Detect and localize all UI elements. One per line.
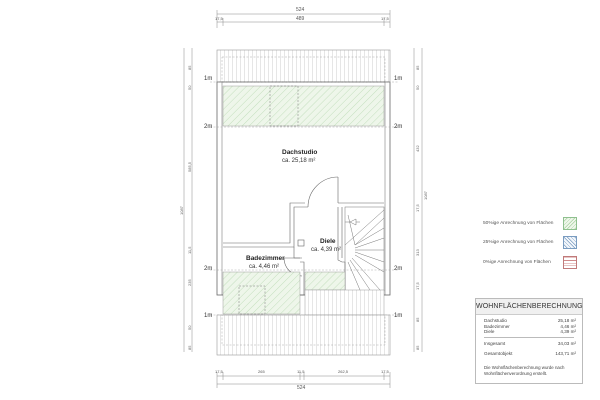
height-marker-right-2m-top: 2m [394,124,403,130]
summary-row-label: Dachstudio [484,318,507,323]
height-marker-right-1m-bottom: 1m [394,313,403,319]
legend-swatch-red-icon [563,256,577,269]
dim-left-e: 11,5 [187,246,192,255]
summary-row-label: Badezimmer [484,323,510,329]
legend-label: 50%ige Anrechnung von Flächen [483,221,554,226]
dim-top-left-end: 17,5 [215,16,223,21]
dim-top-right-end: 17,5 [381,16,389,21]
height-marker-left-2m-top: 2m [204,124,213,130]
summary-row-value: 4,39 m² [560,329,576,334]
room-diele-area: ca. 4,39 m² [311,247,342,253]
summary-overall-row: Gesamtobjekt 143,71 m² [484,351,576,357]
dim-left-b: 50 [187,85,192,90]
legend-label: 25%ige Anrechnung von Flächen [483,240,554,245]
height-marker-right-1m-top: 1m [394,76,403,82]
height-marker-left-1m-bottom: 1m [204,313,213,319]
dim-top-outer: 524 [296,7,305,13]
room-badezimmer-area: ca. 4,46 m² [249,264,280,270]
summary-divider [484,337,574,338]
dim-right-a: 85 [415,65,420,70]
dim-right-d: 432 [415,145,420,152]
dim-left-a: 85 [187,65,192,70]
dim-right-total: 1087 [423,191,428,200]
dim-right-f: 313 [415,249,420,256]
summary-total-value: 34,03 m² [557,341,576,346]
dim-right-g: 17,5 [415,282,420,290]
dim-bottom-seg2: 265 [258,369,265,374]
summary-overall-value: 143,71 m² [555,351,576,356]
summary-row: Diele 4,39 m² [484,329,576,335]
summary-total-row: Insgesamt 34,03 m² [484,341,576,347]
legend-swatch-green-icon [563,217,577,230]
summary-row-value: 25,18 m² [557,318,576,323]
dim-bottom-seg4: 262,5 [338,369,349,374]
height-marker-right-2m-bottom: 2m [394,266,403,272]
dim-right-e: 17,5 [415,204,420,212]
legend-swatch-blue-icon [563,236,577,249]
legend-item-50: 50%ige Anrechnung von Flächen [480,217,590,231]
dim-bottom-seg1: 17,5 [215,369,223,374]
dim-bottom-seg5: 17,5 [381,369,389,374]
summary-note: Die Wohnflächenberechnung wurde nach Woh… [484,365,565,376]
legend-item-0: 0%ige Anrechnung von Flächen [480,256,590,270]
summary-row: Dachstudio 25,18 m² [484,318,576,324]
summary-row-value: 4,46 m² [560,323,576,329]
summary-total-label: Insgesamt [484,341,506,346]
dim-bottom-total: 524 [297,385,306,391]
dim-right-h: 85 [415,317,420,322]
dim-left-h: 50 [187,325,192,330]
summary-row: Badezimmer 4,46 m² [484,324,576,330]
room-badezimmer-name: Badezimmer [246,255,285,262]
room-diele-name: Diele [320,238,336,245]
dim-left-f: 235 [187,279,192,286]
dim-top-inner: 489 [296,16,305,22]
area-summary-box: WOHNFLÄCHENBERECHNUNG Dachstudio 25,18 m… [475,298,583,384]
legend-label: 0%ige Anrechnung von Flächen [483,260,551,265]
dim-left-total: 1087 [179,206,184,215]
height-marker-left-2m-bottom: 2m [204,266,213,272]
dim-left-d: 585,5 [187,161,192,172]
dim-bottom-seg3: 11,5 [297,369,305,374]
room-dachstudio-area: ca. 25,18 m² [282,158,316,164]
height-marker-left-1m-top: 1m [204,76,213,82]
dim-right-b: 50 [415,85,420,90]
dim-left-i: 85 [187,345,192,350]
summary-title: WOHNFLÄCHENBERECHNUNG [476,299,583,315]
room-dachstudio-name: Dachstudio [282,149,318,156]
legend-item-25: 25%ige Anrechnung von Flächen [480,236,590,250]
summary-row-label: Diele [484,329,495,334]
dim-right-i: 85 [415,345,420,350]
summary-overall-label: Gesamtobjekt [484,351,513,356]
